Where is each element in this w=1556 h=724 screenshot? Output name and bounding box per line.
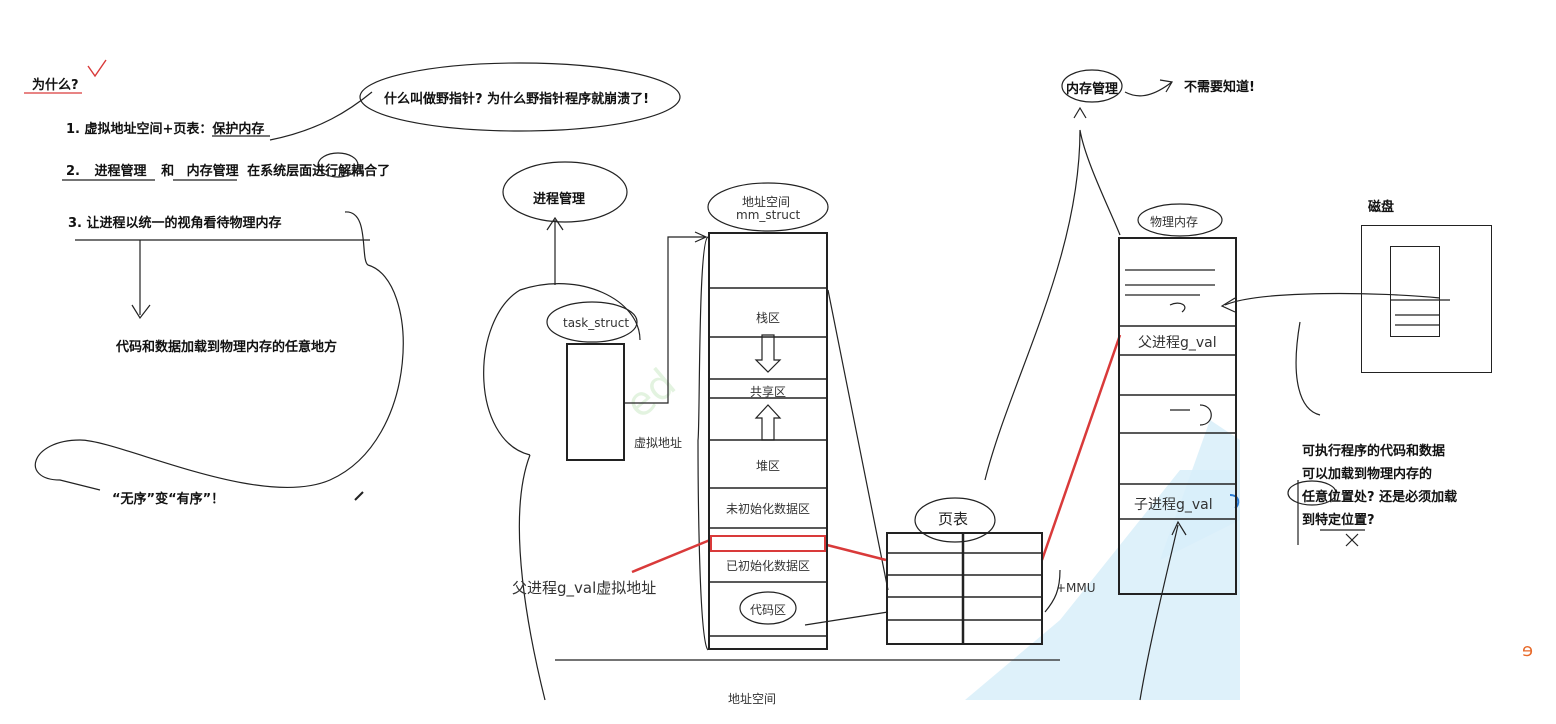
point-2: 2. 进程管理 和 内存管理 在系统层面进行解耦合了	[66, 160, 390, 179]
disk-file-box	[1390, 246, 1440, 337]
page-table-label: 页表	[938, 510, 969, 528]
addr-space-title-cn: 地址空间	[742, 195, 791, 209]
point-3: 3. 让进程以统一的视角看待物理内存	[68, 216, 282, 231]
task-struct-label: task_struct	[563, 316, 630, 330]
task-struct-box	[566, 343, 625, 461]
phys-parent-gval: 父进程g_val	[1138, 335, 1217, 351]
no-need-label: 不需要知道!	[1184, 80, 1255, 95]
seg-data: 已初始化数据区	[725, 559, 810, 573]
point-1-prefix: 1. 虚拟地址空间+页表：	[66, 122, 213, 137]
point-2-memory-mgmt: 内存管理	[186, 164, 239, 179]
right-question-line-2: 可以加载到物理内存的	[1302, 467, 1433, 482]
load-anywhere-note: 代码和数据加载到物理内存的任意地方	[116, 340, 338, 355]
page-table-box	[886, 532, 1043, 645]
disk-label: 磁盘	[1368, 200, 1395, 215]
seg-bss: 未初始化数据区	[725, 502, 810, 516]
right-question-line-4: 到特定位置?	[1302, 513, 1375, 528]
address-space-box	[708, 232, 828, 650]
why-label: 为什么?	[32, 78, 79, 93]
svg-text:ɘ: ɘ	[1522, 640, 1533, 661]
right-question-line-1: 可执行程序的代码和数据	[1302, 444, 1446, 459]
addr-space-title-en: mm_struct	[736, 208, 801, 222]
virtual-addr-label: 虚拟地址	[634, 436, 683, 450]
right-question-line-3: 任意位置处? 还是必须加载	[1302, 490, 1458, 505]
point-2-rest: 在系统层面进行解耦合了	[247, 164, 391, 179]
seg-heap: 堆区	[755, 459, 780, 473]
addr-space-bottom-label: 地址空间	[728, 692, 777, 706]
seg-shared: 共享区	[749, 385, 786, 399]
phys-child-gval: 子进程g_val	[1134, 497, 1213, 513]
parent-gval-vaddr-label: 父进程g_val虚拟地址	[512, 579, 657, 597]
point-1: 1. 虚拟地址空间+页表：保护内存	[66, 118, 264, 137]
mmu-label: +MMU	[1056, 581, 1096, 595]
point-2-num: 2.	[66, 164, 80, 179]
seg-code: 代码区	[749, 603, 786, 617]
point-1-highlight: 保护内存	[212, 122, 265, 137]
phys-mem-title: 物理内存	[1150, 215, 1199, 229]
parent-gval-highlight	[710, 535, 826, 552]
point-2-and: 和	[161, 164, 175, 179]
seg-stack: 栈区	[755, 311, 780, 325]
disorder-to-order-note: “无序”变“有序”！	[112, 492, 225, 507]
point-2-process-mgmt: 进程管理	[94, 164, 147, 179]
mem-mgmt-label: 内存管理	[1066, 82, 1119, 97]
process-mgmt-label: 进程管理	[533, 192, 586, 207]
wild-pointer-question: 什么叫做野指针? 为什么野指针程序就崩溃了!	[384, 92, 649, 107]
disk-box	[1361, 225, 1492, 373]
phys-mem-box	[1118, 237, 1237, 595]
